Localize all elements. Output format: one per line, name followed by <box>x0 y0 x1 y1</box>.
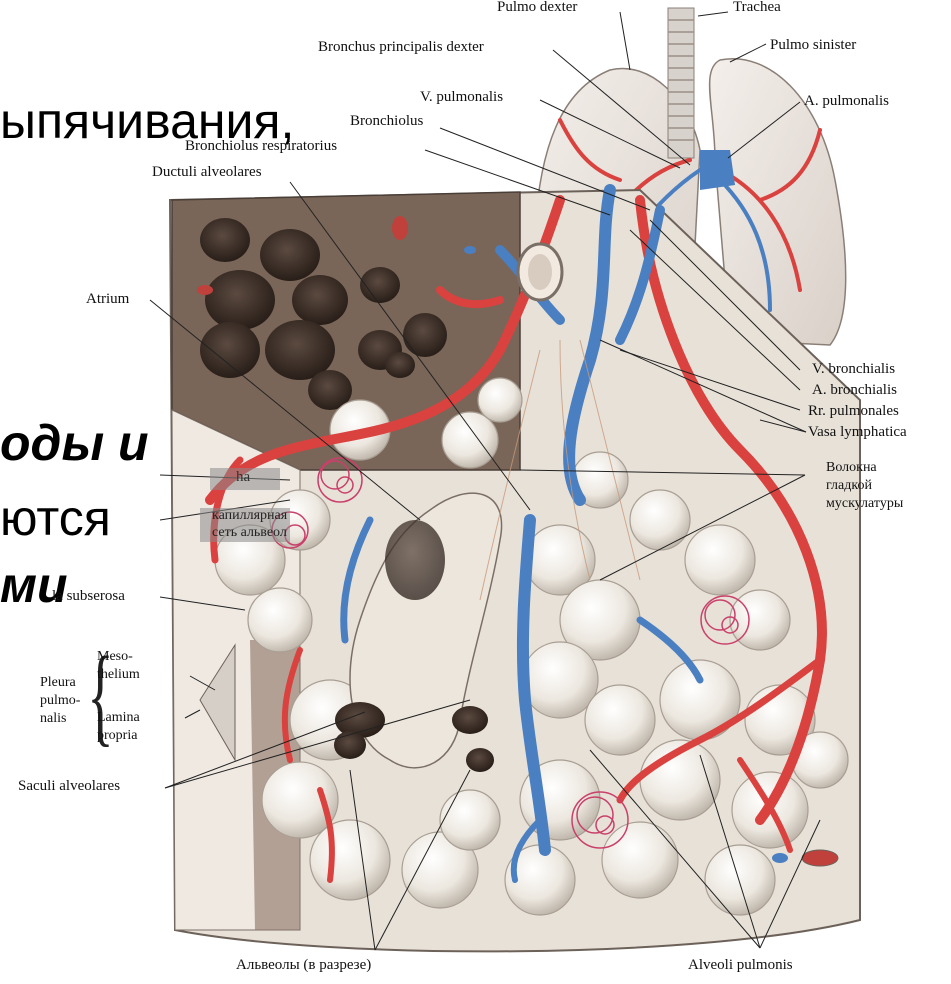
label-meso-2: thelium <box>97 668 140 682</box>
label-meso-1: Meso- <box>97 650 133 664</box>
label-pleura-1: Pleura <box>40 676 76 690</box>
label-capillary-2: сеть альвеол <box>212 526 287 540</box>
label-pleura-2: pulmo- <box>40 694 80 708</box>
label-alveoli-section: Альвеолы (в разрезе) <box>236 958 371 973</box>
label-smooth-muscle-3: мускулатуры <box>826 497 903 511</box>
slide-text-line2: оды и <box>0 418 149 468</box>
label-lamina-1: Lamina <box>97 711 140 725</box>
label-pulmo-sinister: Pulmo sinister <box>770 38 856 53</box>
label-lymph-partial: ha <box>236 470 250 485</box>
label-smooth-muscle-1: Волокна <box>826 461 877 475</box>
label-trachea: Trachea <box>733 0 781 15</box>
label-bronchiolus-respiratorius: Bronchiolus respiratorius <box>185 139 337 154</box>
label-rr-pulmonales: Rr. pulmonales <box>808 404 899 419</box>
label-a-bronchialis: A. bronchialis <box>812 383 897 398</box>
label-atrium: Atrium <box>86 292 129 307</box>
label-lamina-2: propria <box>97 729 137 743</box>
label-a-pulmonalis: A. pulmonalis <box>804 94 889 109</box>
label-tela-subserosa: la subserosa <box>52 589 125 604</box>
label-bronchus-principalis-dexter: Bronchus principalis dexter <box>318 40 484 55</box>
label-pulmo-dexter: Pulmo dexter <box>497 0 577 15</box>
label-capillary-1: капиллярная <box>212 509 287 523</box>
label-smooth-muscle-2: гладкой <box>826 479 872 493</box>
label-v-pulmonalis: V. pulmonalis <box>420 90 503 105</box>
label-bronchiolus: Bronchiolus <box>350 114 423 129</box>
label-ductuli-alveolares: Ductuli alveolares <box>152 165 262 180</box>
label-vasa-lymphatica: Vasa lymphatica <box>808 425 907 440</box>
label-pleura-3: nalis <box>40 712 66 726</box>
label-sacculi-alveolares: Saculi alveolares <box>18 779 120 794</box>
slide-text-line3: ются <box>0 493 111 543</box>
label-v-bronchialis: V. bronchialis <box>812 362 895 377</box>
label-alveoli-pulmonis: Alveoli pulmonis <box>688 958 793 973</box>
